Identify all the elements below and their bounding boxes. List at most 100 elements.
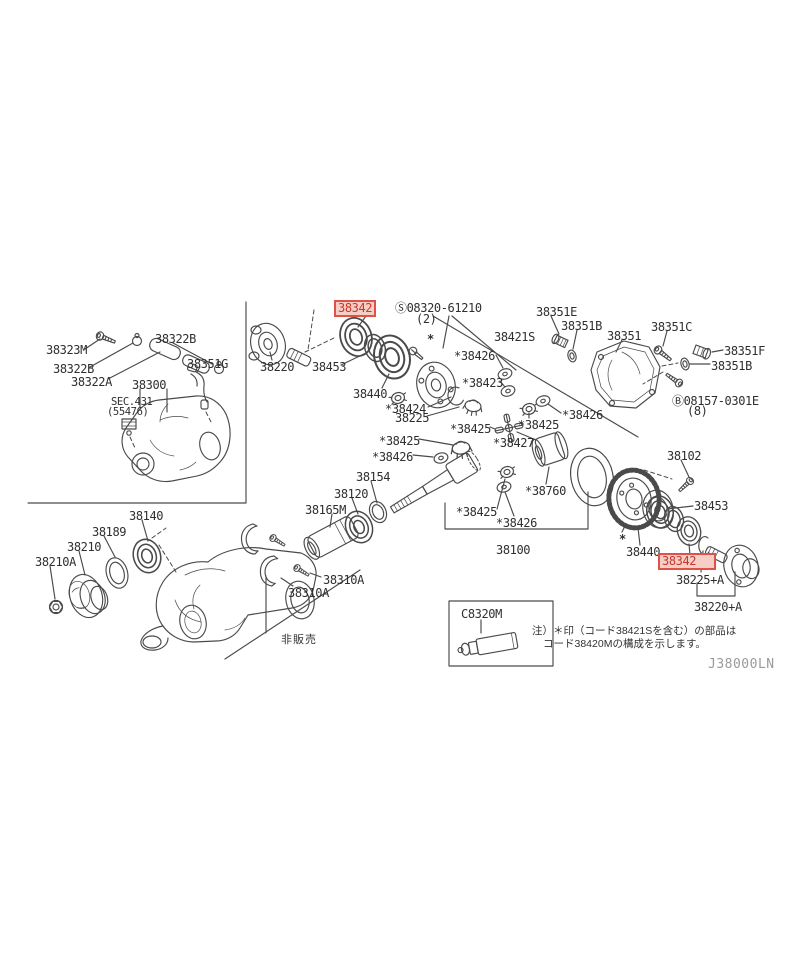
- leader-38427: [516, 431, 537, 441]
- bolt-38102-drawing: [676, 475, 696, 495]
- part-label-38154: 38154: [356, 470, 391, 484]
- leader-38165m: [329, 513, 333, 528]
- part-label-38102: 38102: [667, 449, 702, 463]
- part-label-star-ring-gear: *: [619, 532, 626, 546]
- leader-38426-left: [412, 454, 434, 458]
- sealant-inset-box: [448, 600, 554, 667]
- part-label-38421S: 38421S: [494, 330, 535, 344]
- leader-38310a-b: [280, 577, 294, 587]
- part-label-38440-b: 38440: [626, 545, 661, 559]
- part-label-38342-front[interactable]: 38342: [336, 301, 375, 316]
- part-label-38100: 38100: [496, 543, 531, 557]
- dashed-cover-bolts: [642, 362, 679, 385]
- part-label-38424: *38424: [385, 402, 426, 416]
- leader-38424: [427, 396, 452, 408]
- stub-axle-38210-drawing: [68, 573, 109, 619]
- dashed-flange-to-bearing: [304, 309, 337, 353]
- leader-38440-front: [381, 373, 390, 389]
- leader-38322b-a: [89, 342, 134, 368]
- leader-38323m: [84, 338, 101, 350]
- part-label-38351C: 38351C: [651, 320, 692, 334]
- part-label-38165M: 38165M: [305, 503, 346, 517]
- part-label-diagram-code: J38000LN: [708, 657, 775, 672]
- nut-38210a-drawing: [48, 599, 64, 615]
- leader-38425-center: [489, 426, 496, 430]
- part-label-C8320M: C8320M: [461, 607, 502, 621]
- leader-38102: [680, 459, 690, 478]
- part-label-38310A-a: 38310A: [323, 573, 364, 587]
- locknut-38425-b-drawing: [496, 464, 518, 480]
- part-label-38342-side[interactable]: 38342: [660, 554, 715, 569]
- includes-leader-38421s: [432, 315, 639, 438]
- washer-38426-d-drawing: [432, 450, 450, 466]
- leader-38351f: [711, 349, 724, 353]
- part-label-38427: *38427: [493, 436, 534, 450]
- part-label-38323M: 38323M: [46, 343, 87, 357]
- part-label-38426-d: *38426: [496, 516, 537, 530]
- companion-flange-38220-drawing: [248, 322, 312, 367]
- part-label-38351: 38351: [607, 329, 642, 343]
- part-label-38351G: 38351G: [187, 357, 228, 371]
- leader-38120: [351, 497, 359, 515]
- leader-38440-side: [637, 527, 641, 546]
- part-label-38322B-a: 38322B: [53, 362, 94, 376]
- part-label-note-line-2: コード38420Mの構成を示します。: [543, 638, 706, 650]
- washer-38426-c-drawing: [534, 393, 552, 409]
- not-sold-leaders: [224, 569, 361, 660]
- bolt-08157-drawing: [663, 370, 685, 389]
- ring-gear-drawing: [606, 467, 662, 531]
- part-label-38220+A: 38220+A: [694, 600, 742, 614]
- part-label-not-sold: 非販売: [281, 634, 317, 646]
- leader-38426-a: [495, 354, 504, 369]
- leader-38154: [370, 480, 378, 504]
- pinion-gear-38425-drawing: [449, 439, 474, 461]
- part-label-note-line-1: 注）＊印（コード38421Sを含む）の部品は: [532, 625, 737, 637]
- breather-hose-drawing: [186, 362, 213, 425]
- part-label-38140: 38140: [129, 509, 164, 523]
- part-label-08320-61210: Ⓢ08320-61210: [395, 301, 482, 315]
- part-label-sec-ref: SEC.431: [111, 396, 153, 408]
- dashed-bolt-38102: [643, 469, 673, 480]
- pinion-shaft-drawing: [389, 450, 481, 514]
- leader-38322b-b: [172, 342, 213, 365]
- hose-clamp-drawing: [131, 332, 143, 347]
- breather-bolt-drawing: [94, 330, 117, 347]
- leader-38210: [78, 550, 86, 576]
- leader-38351g: [196, 366, 201, 373]
- part-label-38425-b: *38425: [379, 434, 420, 448]
- fork-clip-a-drawing: [240, 523, 259, 555]
- bolt-38351c-drawing: [652, 343, 674, 364]
- part-label-38423: *38423: [462, 376, 503, 390]
- leader-38423: [499, 380, 506, 388]
- sealant-tube-drawing: [457, 632, 519, 656]
- leader-38140: [141, 519, 149, 542]
- part-label-qty-8: (8): [687, 404, 708, 418]
- part-label-qty-2: (2): [416, 312, 437, 326]
- leader-38310a-a: [309, 572, 322, 578]
- breather-tube2-drawing: [181, 354, 211, 374]
- bracket-38100: [444, 491, 589, 530]
- bearing-38140-drawing: [128, 535, 166, 577]
- leader-38426-d: [504, 491, 515, 517]
- leader-38453-side: [666, 505, 694, 510]
- part-label-38351E: 38351E: [536, 305, 577, 319]
- spider-38427-drawing: [494, 413, 524, 443]
- washer-38351b-a-drawing: [567, 349, 577, 363]
- leader-star-ring: [621, 523, 627, 533]
- side-flange-drawing: [704, 544, 760, 588]
- leader-38300: [139, 388, 168, 413]
- plug-38351e-drawing: [551, 333, 569, 349]
- front-housing-drawing: [140, 547, 317, 651]
- dashed-bearing-housing: [151, 527, 177, 573]
- part-label-38453-b: 38453: [694, 499, 729, 513]
- fork-clip-b-drawing: [257, 553, 280, 587]
- leader-38342-front: [357, 315, 367, 328]
- part-label-38322A: 38322A: [71, 375, 112, 389]
- bearing-38120-drawing: [339, 506, 379, 548]
- part-label-38351B-b: 38351B: [711, 359, 752, 373]
- part-label-38351B-a: 38351B: [561, 319, 602, 333]
- bolt-38310a-b-drawing: [292, 562, 311, 579]
- leader-38351c: [662, 330, 668, 347]
- part-label-38426-b: *38426: [372, 450, 413, 464]
